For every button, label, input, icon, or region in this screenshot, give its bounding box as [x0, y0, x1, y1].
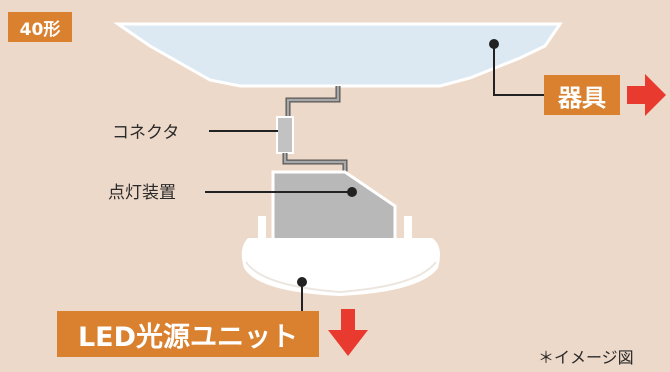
fixture-label: 器具 [544, 75, 620, 115]
wire-lower-inner [283, 153, 347, 172]
ballast-label: 点灯装置 [108, 183, 176, 203]
left-bracket [258, 216, 266, 246]
ballast-marker [347, 187, 357, 197]
led-unit-label: LED光源ユニット [57, 311, 319, 357]
size-badge: 40形 [8, 12, 72, 42]
wire-upper-inner [286, 86, 340, 118]
ballast-box [271, 170, 397, 248]
connector-block [276, 116, 294, 154]
arrow-right-icon [627, 74, 666, 116]
led-cover-shade [245, 261, 437, 294]
arrow-down-icon [328, 309, 368, 356]
wire-upper [285, 86, 341, 118]
led-cover [241, 238, 440, 296]
image-note: ＊イメージ図 [538, 348, 634, 367]
fixture-body [113, 22, 563, 88]
fixture-leader [493, 44, 544, 96]
connector-label: コネクタ [112, 123, 180, 143]
right-bracket [404, 216, 412, 246]
